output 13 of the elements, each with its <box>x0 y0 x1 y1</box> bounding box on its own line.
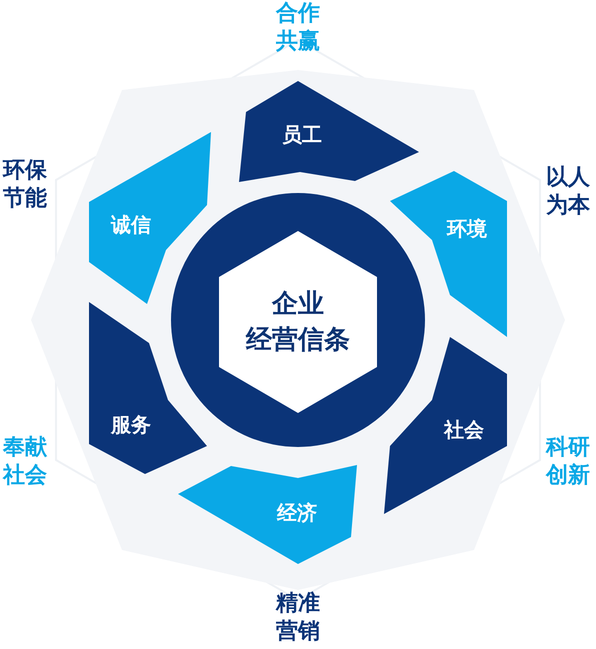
center-title: 企业经营信条 <box>246 288 350 357</box>
value-label: 以人为本 <box>545 164 591 220</box>
segment-label: 诚信 <box>111 212 151 238</box>
segment-label: 服务 <box>111 412 151 438</box>
value-label: 奉献社会 <box>2 434 48 490</box>
value-label: 精准营销 <box>274 590 321 646</box>
segment-label: 社会 <box>444 416 484 444</box>
value-label: 合作共赢 <box>274 0 321 56</box>
value-label: 科研创新 <box>544 434 591 490</box>
segment-label: 经济 <box>277 500 317 526</box>
segment-label: 员工 <box>282 122 322 148</box>
segment-label: 环境 <box>447 216 487 242</box>
value-label: 环保节能 <box>1 157 48 213</box>
